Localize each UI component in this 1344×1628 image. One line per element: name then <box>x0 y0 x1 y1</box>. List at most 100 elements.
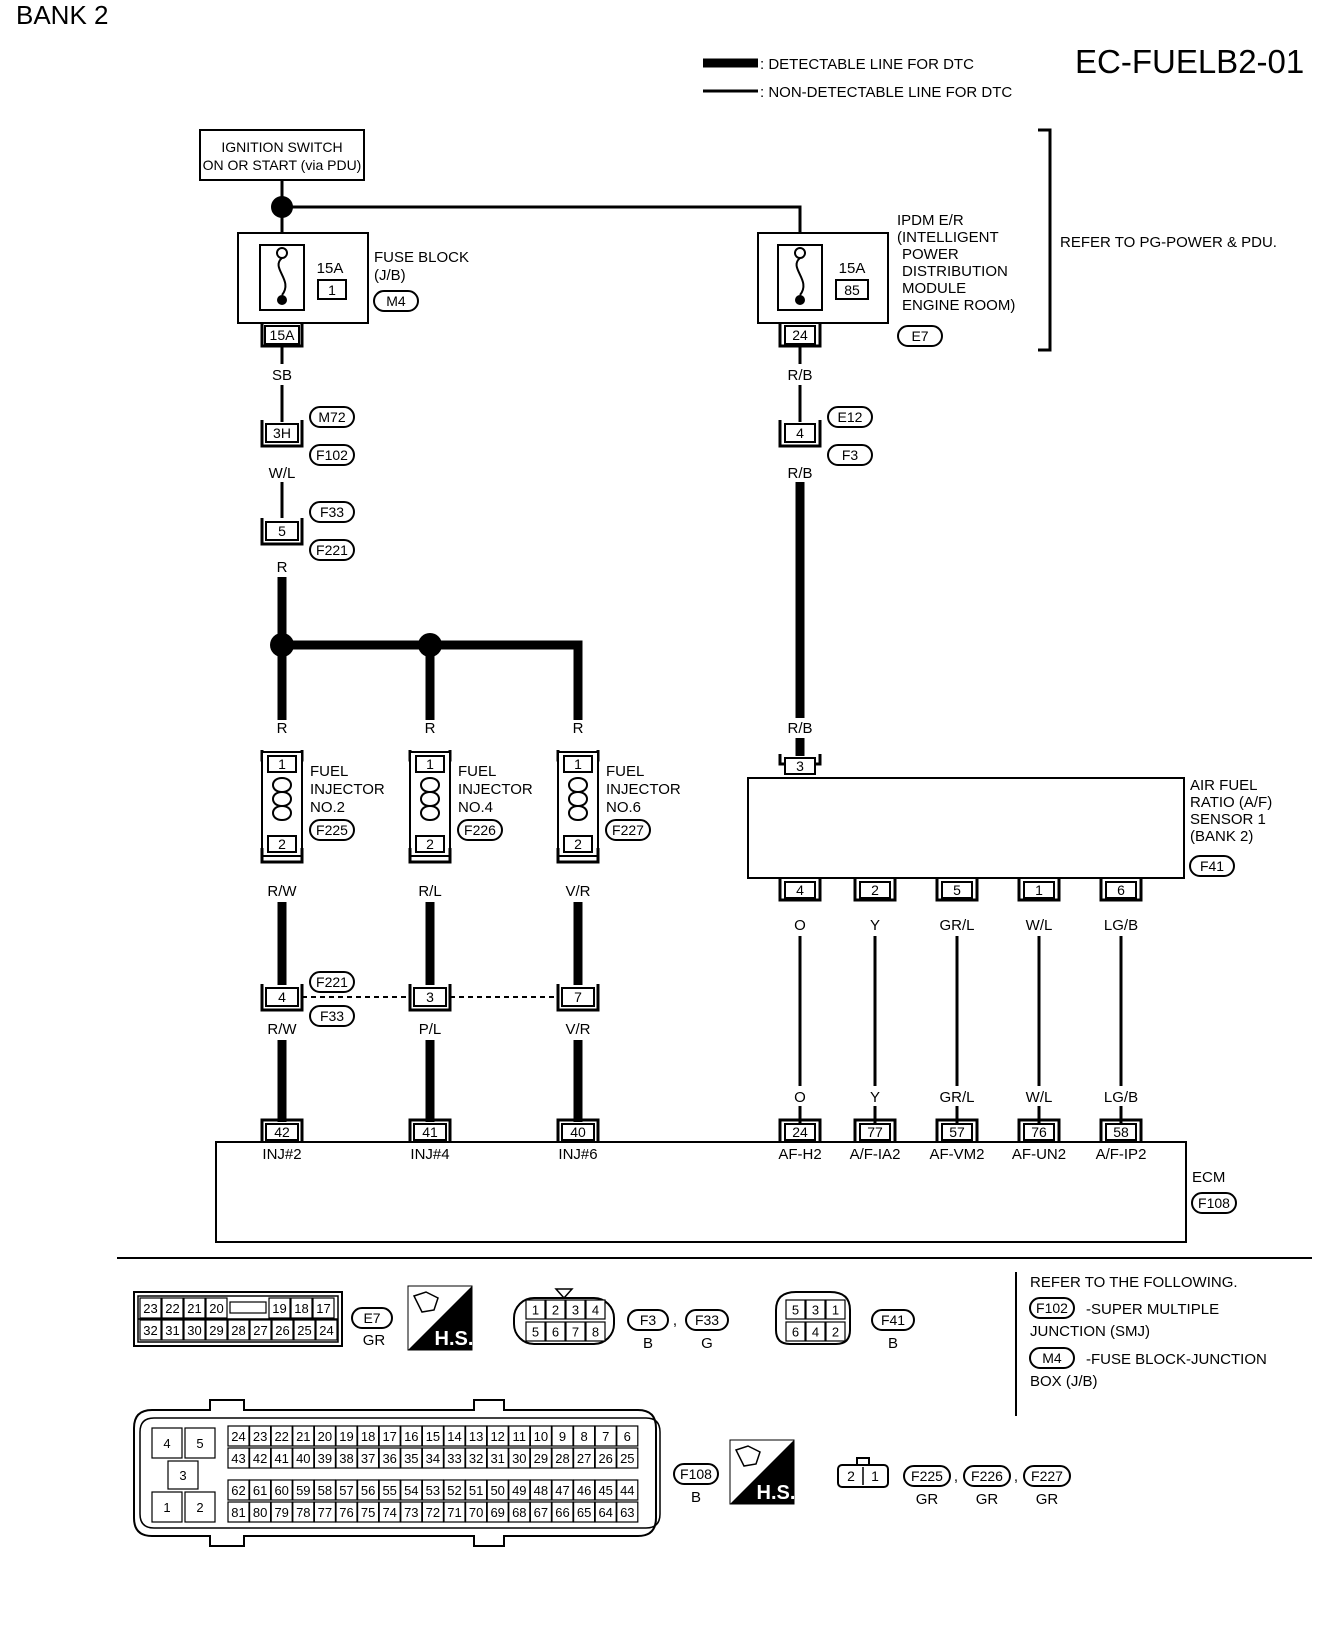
hs1-text: H.S. <box>435 1328 474 1350</box>
e7-pin-22: 22 <box>165 1301 179 1316</box>
f108-pin-61-box <box>249 1479 272 1501</box>
e7-pin-30-box <box>183 1319 206 1341</box>
f108-pin-39: 39 <box>318 1451 332 1466</box>
conn-m72-badge <box>309 406 355 428</box>
f108-pin-58-box <box>313 1479 336 1501</box>
f108-pin-11: 11 <box>513 1429 527 1444</box>
inj4-bottom-bracket <box>408 848 452 864</box>
conn-f33-top: F33 <box>320 504 344 520</box>
wire-rb-label-2: R/B <box>787 465 812 482</box>
af-out-ia2-wire-bottom: Y <box>870 1089 880 1106</box>
af-connector: F41 <box>1200 858 1224 874</box>
e7-pin-17-box <box>312 1297 335 1319</box>
e7-pin-26: 26 <box>275 1323 289 1338</box>
fuse-1-terminal-top <box>276 247 288 259</box>
f108-pin-68-box <box>508 1501 531 1523</box>
f108-pin-5: 5 <box>196 1436 203 1451</box>
f108-pin-29: 29 <box>534 1451 548 1466</box>
f108-pin-21-box <box>292 1425 315 1447</box>
e7-pin-29: 29 <box>209 1323 223 1338</box>
f41-pin-1: 1 <box>832 1303 839 1318</box>
ipdm-name-2: POWER <box>902 246 959 263</box>
ecm-pin-77-box <box>859 1123 891 1141</box>
ecm-box <box>215 1141 1187 1243</box>
fuse-block-connector-badge <box>373 290 419 312</box>
wire-ecm-rw: R/W <box>267 1021 297 1038</box>
e7-lock-slot <box>229 1301 267 1314</box>
ecm-pin-57-num: 57 <box>949 1124 965 1140</box>
f108-pin-42: 42 <box>253 1451 267 1466</box>
ecm-pin-24-label: AF-H2 <box>778 1146 821 1163</box>
f41-pin-5: 5 <box>792 1303 799 1318</box>
f108-pin-30-box <box>508 1447 531 1469</box>
e7-pin-26-box <box>271 1319 294 1341</box>
inj2-bottom-bracket <box>260 848 304 864</box>
f108-pin-65-box <box>572 1501 596 1523</box>
f108-pin-33: 33 <box>447 1451 461 1466</box>
f108-pin-13-box <box>465 1425 488 1447</box>
f108-pin-79: 79 <box>274 1505 288 1520</box>
inj4-connector-badge <box>457 819 503 841</box>
f227-color: GR <box>1036 1491 1059 1508</box>
e7-pin-21: 21 <box>187 1301 201 1316</box>
harness-side-icon-2: H.S. <box>729 1439 795 1505</box>
f108-pin-55: 55 <box>382 1483 396 1498</box>
conn-3h-pin: 3H <box>273 425 291 441</box>
f108-pin-59-box <box>292 1479 315 1501</box>
ecm-pin-42-num: 42 <box>274 1124 290 1140</box>
f108-pin-24: 24 <box>231 1429 245 1444</box>
f108-pin-77-box <box>313 1501 336 1523</box>
wire-ecm-pl: P/L <box>419 1021 442 1038</box>
ecm-pin-42-bracket <box>260 1118 304 1142</box>
f226-comma: , <box>1014 1468 1018 1485</box>
f108-pin-64: 64 <box>598 1505 612 1520</box>
f108-pin-38-box <box>335 1447 358 1469</box>
injector-no4: R 1 2 FUEL INJECTOR NO.4 F226 R/L <box>408 720 533 900</box>
conn-5-pin: 5 <box>278 523 286 539</box>
f108-pin-71-box <box>443 1501 466 1523</box>
ecm-pin-42-label: INJ#2 <box>262 1146 301 1163</box>
e7-pin-25-box <box>293 1319 316 1341</box>
f108-pin-3-box <box>167 1460 199 1490</box>
f108-pin-24-box <box>227 1425 250 1447</box>
f108-pin-14: 14 <box>447 1429 461 1444</box>
bank-label: BANK 2 <box>16 0 109 30</box>
inj6-coil-icon <box>568 777 588 821</box>
f225-name: F225 <box>911 1468 943 1484</box>
f3-pin-3: 3 <box>572 1303 579 1318</box>
ipdm-name-1: (INTELLIGENT <box>897 229 999 246</box>
f41-pin-4-box <box>805 1321 826 1342</box>
ecm-pin-40-num: 40 <box>570 1124 586 1140</box>
f108-pin-72-box <box>421 1501 444 1523</box>
hs2-triangle <box>730 1440 794 1504</box>
f108-pin-67: 67 <box>534 1505 548 1520</box>
e7-color: GR <box>363 1332 386 1349</box>
conn-m72: M72 <box>318 409 345 425</box>
e7-pin-17: 17 <box>316 1301 330 1316</box>
f225-color: GR <box>916 1491 939 1508</box>
f108-pin-20: 20 <box>318 1429 332 1444</box>
inj2-connector-badge <box>309 819 355 841</box>
inj4-connector: F226 <box>464 822 496 838</box>
injector-no6: R 1 2 FUEL INJECTOR NO.6 F227 V/R <box>556 720 681 900</box>
inj4-wire-out: R/L <box>418 883 441 900</box>
af-out-un2-wire-top: W/L <box>1026 917 1053 934</box>
f3-pin-4: 4 <box>592 1303 599 1318</box>
f108-pin-80-box <box>249 1501 272 1523</box>
ipdm-name-0: IPDM E/R <box>897 212 964 229</box>
e7-pin-25: 25 <box>297 1323 311 1338</box>
f108-pin-78-box <box>292 1501 315 1523</box>
f108-pin-21: 21 <box>296 1429 310 1444</box>
e7-pin-19: 19 <box>272 1301 286 1316</box>
af-name-2: SENSOR 1 <box>1190 811 1266 828</box>
f108-pin-31: 31 <box>490 1451 504 1466</box>
ecm-pin-76-bracket <box>1017 1118 1061 1142</box>
f108-pin-22: 22 <box>274 1429 288 1444</box>
inj6-pin2-box <box>563 835 593 853</box>
inj2-wire-out: R/W <box>267 883 297 900</box>
ecm-pin-77-bracket <box>853 1118 897 1142</box>
ecm-name: ECM <box>1192 1169 1225 1186</box>
